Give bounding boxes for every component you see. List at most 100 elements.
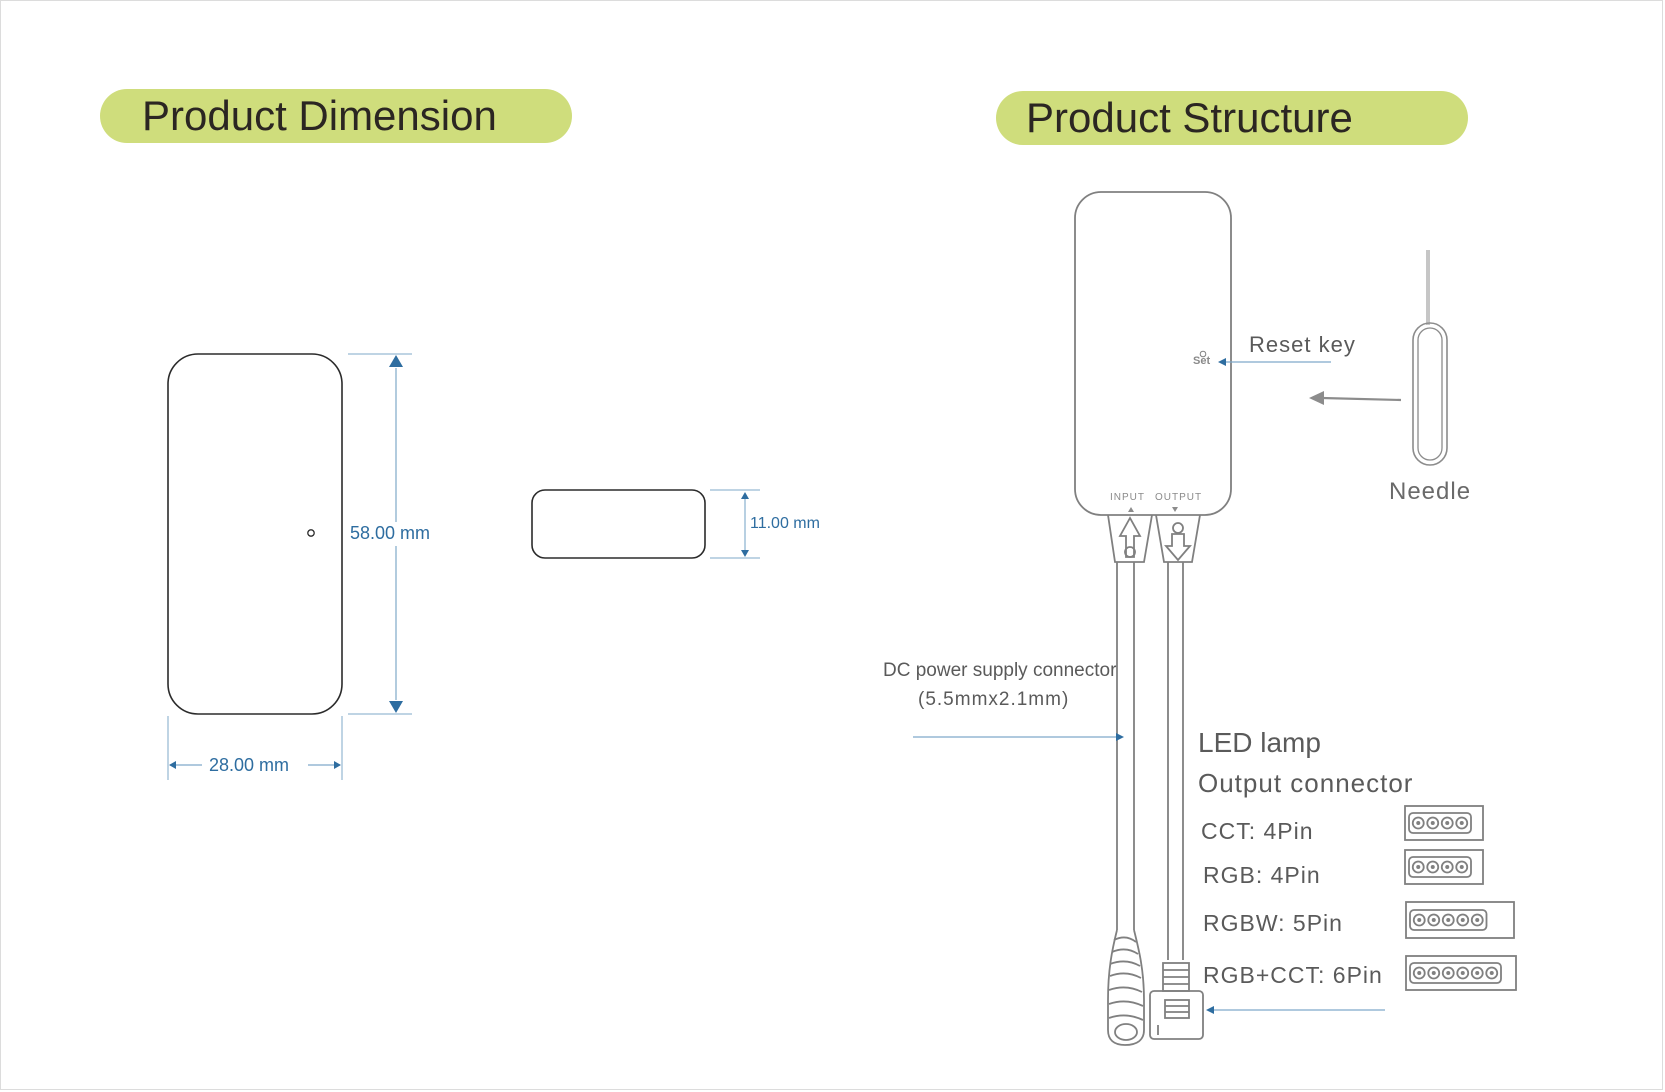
connector-pin-center [1475, 918, 1480, 922]
connector-pin-strip [1408, 812, 1472, 834]
output-connector-title: Output connector [1198, 768, 1414, 798]
arrow-left-icon [169, 761, 176, 769]
connector-pin [1456, 966, 1470, 980]
connector-pin-center [1431, 971, 1436, 975]
connector-pin [1426, 860, 1440, 874]
connector-pin [1411, 816, 1425, 830]
connector-pin-strip [1409, 909, 1488, 931]
led-output-plug [1149, 962, 1204, 1040]
connector-pin-center [1430, 865, 1435, 869]
section-title-text: Product Structure [1026, 94, 1353, 141]
connector-pin [1427, 913, 1441, 927]
connector-pin-center [1460, 971, 1465, 975]
arrow-down-icon [741, 550, 749, 557]
device-front-view [167, 353, 343, 715]
output-cable [1167, 562, 1184, 960]
width-dimension [167, 716, 343, 780]
needle-direction-line [1321, 396, 1402, 402]
connector-label-rgb: RGB: 4Pin [1203, 862, 1321, 888]
connector-pin-center [1446, 971, 1451, 975]
depth-dimension [710, 489, 760, 559]
connector-pin-center [1430, 821, 1435, 825]
arrow-up-icon [741, 492, 749, 499]
dc-connector-label: DC power supply connector [883, 660, 1117, 681]
connector-pin-glyphs [1404, 805, 1517, 991]
connector-pin [1470, 913, 1484, 927]
device-side-view [531, 489, 706, 559]
arrow-left-icon [1206, 1006, 1214, 1014]
connector-pin [1411, 860, 1425, 874]
arrow-up-icon [389, 355, 403, 367]
arrow-left-icon [1309, 391, 1324, 405]
reset-key-label: Reset key [1249, 332, 1356, 357]
connector-pin-strip [1409, 962, 1502, 984]
connector-pin-glyph [1405, 901, 1515, 939]
depth-dimension-label: 11.00 mm [750, 515, 820, 532]
connector-pin [1455, 816, 1469, 830]
output-port [1155, 514, 1201, 563]
connector-pin [1412, 913, 1426, 927]
connector-housing [1405, 955, 1517, 991]
section-title-product-dimension: Product Dimension [100, 89, 572, 143]
connector-pin-center [1445, 865, 1450, 869]
connector-pin-center [1445, 821, 1450, 825]
connector-housing [1405, 901, 1515, 939]
connector-pin-center [1417, 971, 1422, 975]
connector-pin-strip [1408, 856, 1472, 878]
set-button-icon [1199, 350, 1207, 358]
connector-pin [1441, 913, 1455, 927]
arrow-right-icon [334, 761, 341, 769]
needle-icon [1412, 250, 1448, 466]
connector-pin [1470, 966, 1484, 980]
section-title-product-structure: Product Structure [996, 91, 1468, 145]
dc-barrel-connector [1107, 929, 1145, 1046]
controller-body [1074, 191, 1232, 516]
needle-label: Needle [1389, 478, 1472, 505]
connector-pin [1440, 816, 1454, 830]
connector-label-rgbcct: RGB+CCT: 6Pin [1203, 962, 1383, 988]
connector-pin [1456, 913, 1470, 927]
connector-pin-center [1459, 821, 1464, 825]
connector-housing [1404, 805, 1484, 841]
connector-pin-glyph [1404, 805, 1484, 841]
connector-pin-glyph [1404, 849, 1484, 885]
input-port [1107, 514, 1153, 563]
height-dimension [348, 353, 412, 715]
connector-pin-center [1489, 971, 1494, 975]
arrow-left-icon [1218, 358, 1226, 366]
width-dimension-label: 28.00 mm [209, 755, 290, 775]
connector-pin-center [1416, 821, 1421, 825]
dc-connector-size: (5.5mmx2.1mm) [918, 689, 1070, 710]
connector-pin [1412, 966, 1426, 980]
connector-label-cct: CCT: 4Pin [1201, 818, 1314, 844]
connector-pin [1427, 966, 1441, 980]
input-label: INPUT [1110, 492, 1145, 503]
connector-pin [1485, 966, 1499, 980]
connector-pin [1426, 816, 1440, 830]
connector-pin-center [1460, 918, 1465, 922]
connector-pin [1440, 860, 1454, 874]
connector-pin-center [1475, 971, 1480, 975]
output-label: OUTPUT [1155, 492, 1203, 503]
arrow-right-icon [1116, 733, 1124, 741]
arrow-down-icon [389, 701, 403, 713]
connector-pin-center [1416, 865, 1421, 869]
input-cable [1116, 562, 1135, 930]
led-lamp-title: LED lamp [1198, 727, 1321, 758]
connector-pin [1441, 966, 1455, 980]
set-label: Set [1193, 355, 1211, 367]
connector-pin-center [1431, 918, 1436, 922]
connector-pin-center [1459, 865, 1464, 869]
connector-label-rgbw: RGBW: 5Pin [1203, 910, 1343, 936]
connector-housing [1404, 849, 1484, 885]
connector-pin [1455, 860, 1469, 874]
connector-pin-center [1417, 918, 1422, 922]
section-title-text: Product Dimension [142, 92, 497, 139]
input-triangle-icon [1128, 507, 1134, 512]
height-dimension-label: 58.00 mm [350, 523, 431, 543]
connector-pin-center [1446, 918, 1451, 922]
reset-hole-icon [307, 529, 315, 537]
connector-pin-glyph [1405, 955, 1517, 991]
